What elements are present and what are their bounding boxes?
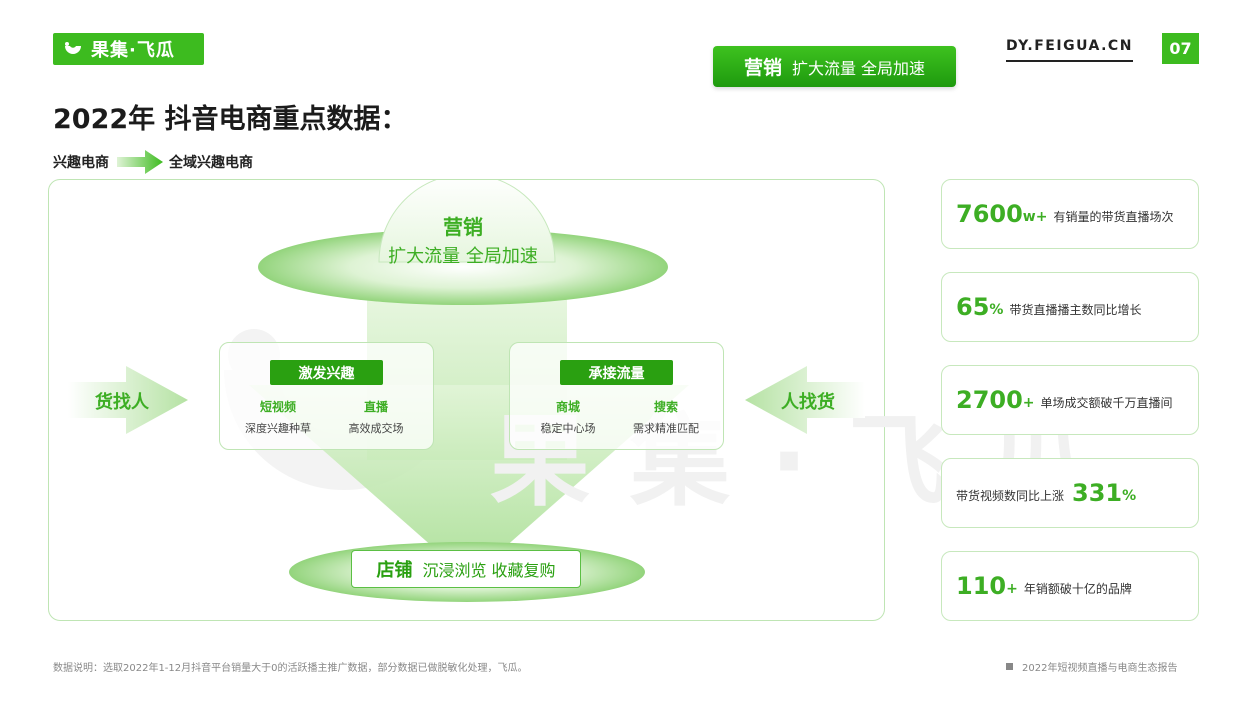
stat-card: 带货视频数同比上涨 331 % bbox=[941, 458, 1199, 528]
stat-number: 110 bbox=[956, 572, 1007, 600]
card-item-key: 搜索 bbox=[653, 400, 678, 414]
card-item-value: 高效成交场 bbox=[348, 422, 404, 435]
stat-number: 65 bbox=[956, 293, 990, 321]
data-footnote: 数据说明：选取2022年1-12月抖音平台销量大于0的活跃播主推广数据，部分数据… bbox=[53, 663, 528, 674]
smile-logo-icon bbox=[65, 42, 81, 54]
stat-unit: + bbox=[1006, 581, 1018, 597]
shop-title: 店铺 bbox=[376, 560, 413, 581]
right-arrow-icon bbox=[117, 150, 163, 174]
card-item-key: 短视频 bbox=[259, 400, 296, 414]
marketing-badge-text: 扩大流量 全局加速 bbox=[791, 58, 926, 78]
flow-from: 兴趣电商 bbox=[53, 155, 109, 171]
card-item-key: 商城 bbox=[555, 400, 580, 414]
right-flow-arrow-icon bbox=[745, 366, 865, 434]
stat-description: 带货直播播主数同比增长 bbox=[1009, 302, 1142, 317]
stat-number: 7600 bbox=[956, 200, 1023, 228]
card-title: 激发兴趣 bbox=[270, 360, 383, 385]
left-arrow-label: 货找人 bbox=[95, 392, 149, 413]
shop-label: 店铺 沉浸浏览 收藏复购 bbox=[351, 550, 581, 588]
stat-card: 110 + 年销额破十亿的品牌 bbox=[941, 551, 1199, 621]
stat-number: 331 bbox=[1072, 479, 1123, 507]
card-item-value: 需求精准匹配 bbox=[633, 422, 699, 435]
marketing-badge-strong: 营销 bbox=[743, 57, 782, 79]
card-stimulate-interest: 激发兴趣 短视频 深度兴趣种草 直播 高效成交场 bbox=[219, 342, 434, 450]
marketing-title: 营销 bbox=[443, 215, 483, 239]
card-title: 承接流量 bbox=[560, 360, 673, 385]
stat-number: 2700 bbox=[956, 386, 1023, 414]
stat-card: 7600 w+ 有销量的带货直播场次 bbox=[941, 179, 1199, 249]
card-item: 搜索 需求精准匹配 bbox=[616, 398, 716, 436]
stat-description: 单场成交额破千万直播间 bbox=[1040, 395, 1173, 410]
page-title: 2022年 抖音电商重点数据： bbox=[53, 104, 408, 135]
card-item-key: 直播 bbox=[363, 400, 388, 414]
card-item: 短视频 深度兴趣种草 bbox=[228, 398, 328, 436]
card-item-value: 深度兴趣种草 bbox=[245, 422, 311, 435]
marketing-badge: 营销 扩大流量 全局加速 bbox=[713, 46, 956, 87]
shop-subtitle: 沉浸浏览 收藏复购 bbox=[422, 561, 556, 580]
site-url: DY.FEIGUA.CN bbox=[1006, 38, 1133, 62]
stat-card: 65 % 带货直播播主数同比增长 bbox=[941, 272, 1199, 342]
marketing-subtitle: 扩大流量 全局加速 bbox=[388, 246, 538, 267]
evolution-flow: 兴趣电商 全域兴趣电商 bbox=[53, 150, 253, 174]
flow-to: 全域兴趣电商 bbox=[169, 155, 253, 171]
marketing-core: 营销 扩大流量 全局加速 bbox=[363, 211, 563, 268]
stat-unit: w+ bbox=[1022, 209, 1048, 225]
card-item: 直播 高效成交场 bbox=[326, 398, 426, 436]
square-bullet-icon bbox=[1006, 663, 1013, 670]
right-arrow-label: 人找货 bbox=[781, 392, 835, 413]
stat-unit: + bbox=[1022, 395, 1035, 411]
stat-description: 有销量的带货直播场次 bbox=[1053, 209, 1174, 224]
brand-logo-text: 果集·飞瓜 bbox=[91, 40, 175, 61]
card-item: 商城 稳定中心场 bbox=[518, 398, 618, 436]
page-number: 07 bbox=[1162, 33, 1199, 64]
report-name: 2022年短视频直播与电商生态报告 bbox=[1006, 659, 1177, 674]
stat-unit: % bbox=[989, 302, 1004, 318]
stat-unit: % bbox=[1122, 488, 1137, 504]
card-receive-traffic: 承接流量 商城 稳定中心场 搜索 需求精准匹配 bbox=[509, 342, 724, 450]
left-flow-arrow-icon bbox=[68, 366, 188, 434]
stat-card: 2700 + 单场成交额破千万直播间 bbox=[941, 365, 1199, 435]
stat-description: 年销额破十亿的品牌 bbox=[1023, 581, 1132, 596]
card-item-value: 稳定中心场 bbox=[540, 422, 596, 435]
stat-description: 带货视频数同比上涨 bbox=[956, 488, 1065, 503]
report-name-text: 2022年短视频直播与电商生态报告 bbox=[1022, 663, 1178, 674]
brand-logo: 果集·飞瓜 bbox=[53, 33, 204, 65]
